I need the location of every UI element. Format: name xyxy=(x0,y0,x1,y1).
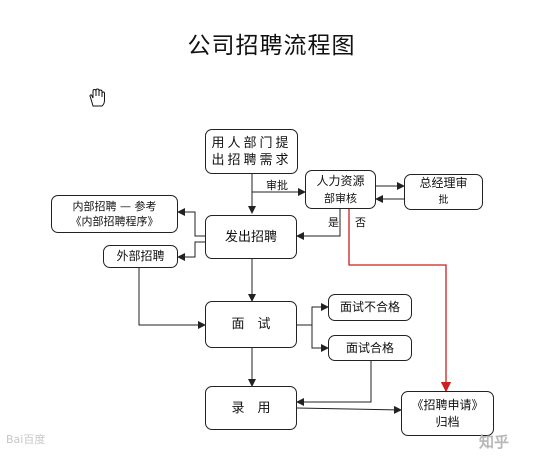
node-interview: 面 试 xyxy=(205,301,297,348)
label-approve: 审批 xyxy=(266,179,288,192)
node-request: 用人部门提 出招聘需求 xyxy=(205,129,298,174)
node-internal: 内部招聘 — 参考 《内部招聘程序》 xyxy=(51,195,178,233)
node-external: 外部招聘 xyxy=(103,245,178,268)
edge-pass-to-hire xyxy=(296,361,372,406)
zhihu-watermark: 知乎 xyxy=(479,433,510,451)
node-pass: 面试合格 xyxy=(328,335,412,361)
node-gm-review: 总经理审 批 xyxy=(404,174,483,210)
edge-issue-to-internal xyxy=(177,208,205,237)
diagram-title: 公司招聘流程图 xyxy=(187,33,356,59)
edge-external-to-interview xyxy=(138,268,206,329)
edge-hr-no-to-archive xyxy=(348,209,452,393)
baidu-watermark: Bai百度 xyxy=(6,433,46,446)
node-archive: 《招聘申请》 归档 xyxy=(401,391,494,436)
edge-issue-to-external xyxy=(177,241,205,261)
label-no: 否 xyxy=(355,216,366,229)
node-fail: 面试不合格 xyxy=(328,294,412,321)
hand-cursor-icon xyxy=(89,88,105,107)
node-hire: 录 用 xyxy=(205,386,297,430)
label-yes: 是 xyxy=(328,216,339,229)
edge-hr-yes-to-issue xyxy=(296,209,341,240)
node-issue: 发出招聘 xyxy=(205,215,297,259)
node-hr-review: 人力资源 部审核 xyxy=(305,170,376,209)
edge-hire-to-archive xyxy=(296,405,402,414)
edge-interview-branch xyxy=(297,303,329,326)
